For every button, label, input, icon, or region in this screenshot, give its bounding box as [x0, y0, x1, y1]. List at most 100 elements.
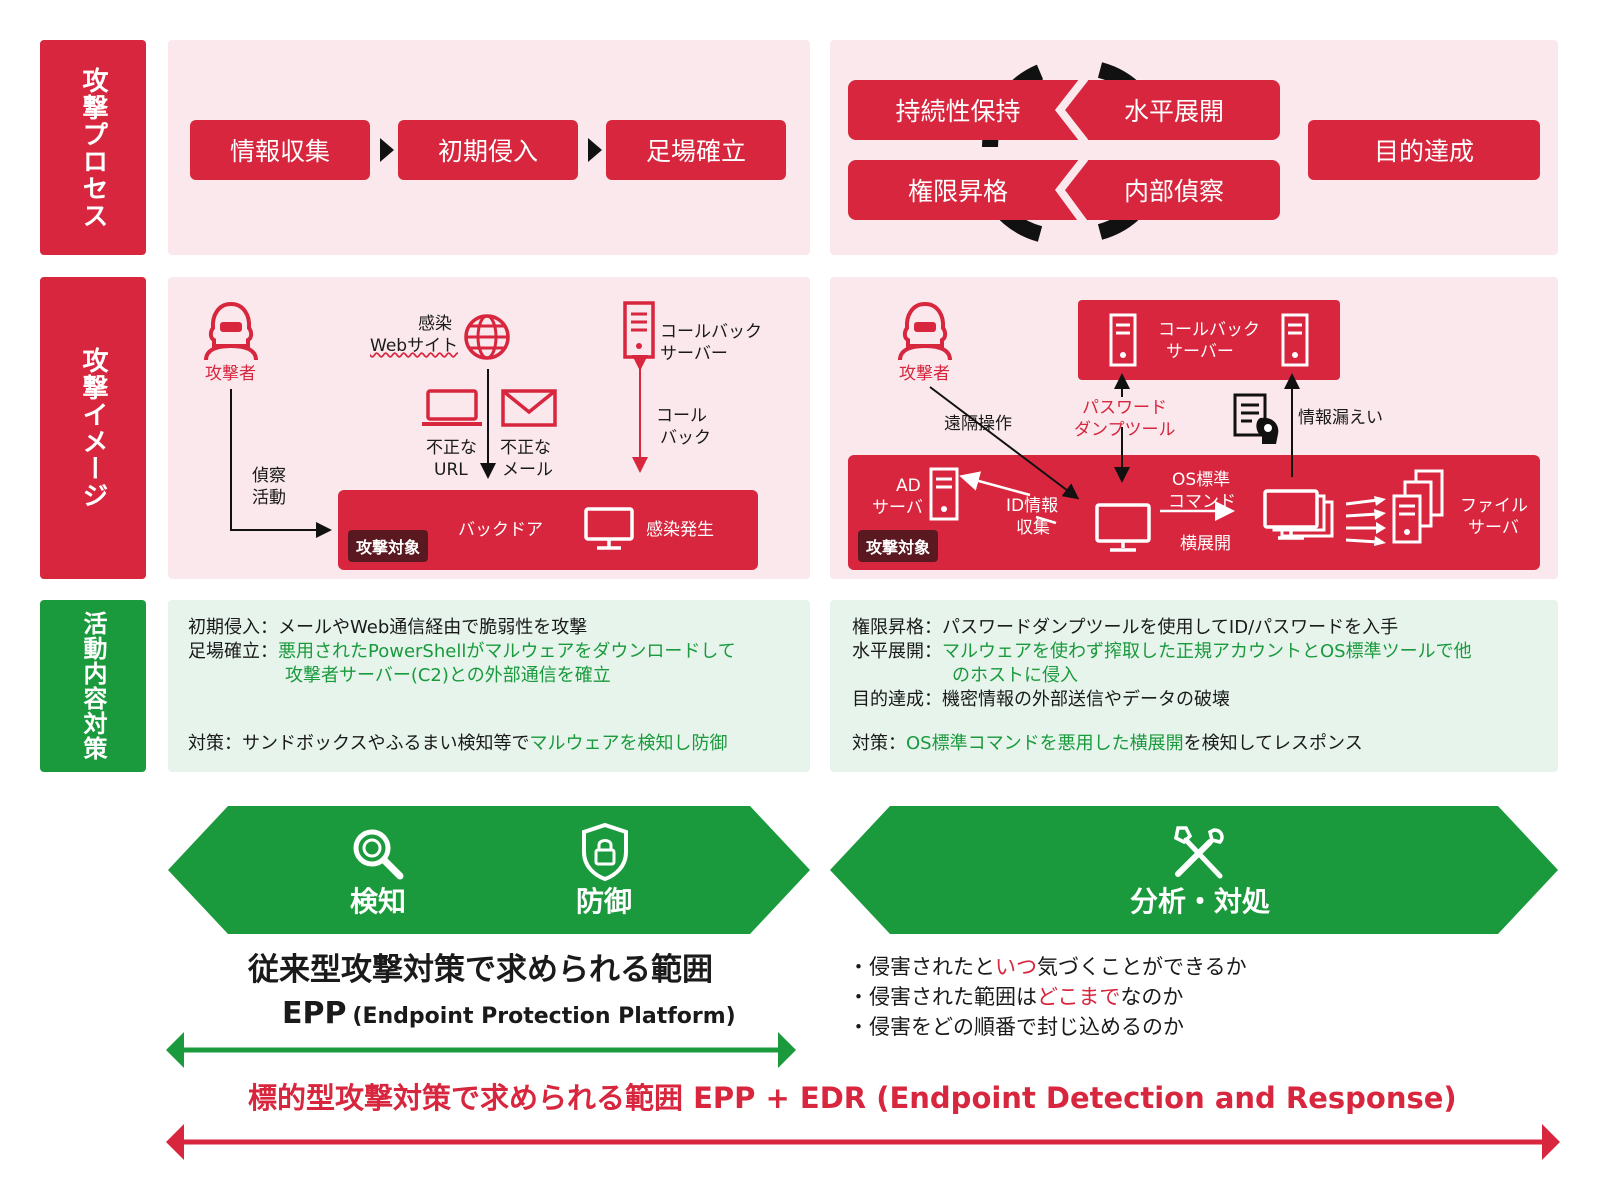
- pw-tool-label-1: パスワード: [1082, 398, 1167, 418]
- label-process: 攻撃プロセス: [40, 40, 146, 255]
- activity-left-measure-head: 対策：サンドボックスやふるまい検知等で: [188, 733, 530, 754]
- activity-right-line4: 目的達成：機密情報の外部送信やデータの破壊: [852, 688, 1230, 712]
- bullet-1-c: 気づくことができるか: [1037, 955, 1247, 979]
- activity-right-l1-head: 権限昇格：: [852, 617, 942, 638]
- bullet-1-a: ・侵害されたと: [848, 955, 995, 979]
- recon-activity-label-1: 偵察: [252, 466, 286, 486]
- epp-range-arrow: [166, 1032, 796, 1068]
- backdoor-label: バックドア: [458, 520, 543, 540]
- activity-left-measure-body: マルウェアを検知し防御: [529, 733, 728, 754]
- banner-right-shape: [830, 806, 1558, 934]
- edr-title: 標的型攻撃対策で求められる範囲 EPP + EDR (Endpoint Dete…: [248, 1081, 1457, 1115]
- magnifier-icon: [353, 829, 404, 880]
- bullet-1: ・侵害されたといつ気づくことができるか: [848, 952, 1247, 982]
- callback-label-2: バック: [660, 428, 711, 448]
- ad-server-label-1: AD: [896, 476, 921, 496]
- callback-server-right-2: サーバー: [1166, 342, 1234, 362]
- process-arrow-1: [380, 138, 394, 162]
- recon-label: 内部偵察: [1123, 177, 1224, 206]
- activity-left-line1: 初期侵入：メールやWeb通信経由で脆弱性を攻撃: [188, 616, 587, 640]
- activity-right-l4-body: 機密情報の外部送信やデータの破壊: [942, 689, 1230, 710]
- bullet-2-c: なのか: [1120, 985, 1184, 1009]
- activity-left-l1-head: 初期侵入：: [188, 617, 278, 638]
- epp-title: 従来型攻撃対策で求められる範囲: [248, 952, 713, 988]
- analyze-label: 分析・対処: [1130, 885, 1271, 918]
- zigzag-divider: [1054, 78, 1089, 224]
- label-activity: 活動内容対策: [40, 600, 146, 772]
- server-icon-right-1: [1109, 313, 1137, 367]
- label-activity-text: 活動内容対策: [79, 611, 107, 761]
- activity-left-line3: 攻撃者サーバー(C2)との外部通信を確立: [285, 665, 611, 686]
- activity-left-l1-body: メールやWeb通信経由で脆弱性を攻撃: [278, 617, 588, 638]
- label-image-text: 攻撃イメージ: [78, 347, 108, 509]
- panel-activity-right: [830, 600, 1558, 772]
- label-image: 攻撃イメージ: [40, 277, 146, 579]
- tools-icon: [1174, 826, 1224, 879]
- callback-label-1: コール: [656, 406, 707, 426]
- target-tag-left: 攻撃対象: [348, 530, 429, 562]
- bad-mail-label-2: メール: [502, 460, 553, 480]
- attacker-label-right: 攻撃者: [899, 364, 950, 384]
- callback-server-right-1: コールバック: [1158, 320, 1260, 340]
- pw-tool-label-2: ダンプツール: [1074, 420, 1176, 440]
- shield-lock-icon: [582, 822, 628, 882]
- attacker-icon: [204, 301, 258, 361]
- leak-label: 情報漏えい: [1298, 408, 1383, 428]
- infected-site-label-bottom: Webサイト: [370, 336, 459, 356]
- infection-label: 感染発生: [646, 520, 714, 540]
- laptop-icon: [422, 389, 482, 426]
- recon-activity-label-2: 活動: [252, 488, 286, 508]
- process-step-initial: 初期侵入: [398, 120, 578, 180]
- file-server-label-2: サーバ: [1468, 518, 1519, 538]
- id-collect-label-2: 収集: [1016, 518, 1050, 538]
- file-server-label-1: ファイル: [1460, 496, 1528, 516]
- activity-right-l4-head: 目的達成：: [852, 689, 942, 710]
- panel-activity-left: [168, 600, 810, 772]
- activity-left-line2: 足場確立：悪用されたPowerShellがマルウェアをダウンロードして: [188, 640, 736, 664]
- mail-icon: [501, 389, 557, 427]
- activity-right-line2: 水平展開：マルウェアを使わず搾取した正規アカウントとOS標準ツールで他: [852, 640, 1472, 664]
- process-step-info: 情報収集: [190, 120, 370, 180]
- bullet-1-b: いつ: [995, 955, 1037, 979]
- edr-range-arrow: [166, 1124, 1560, 1160]
- label-process-text: 攻撃プロセス: [78, 66, 108, 229]
- server-icon-right-2: [1281, 313, 1309, 367]
- bad-mail-label-1: 不正な: [500, 438, 551, 458]
- process-arrow-2: [588, 138, 602, 162]
- attacker-icon-right: [898, 301, 952, 361]
- bullet-2: ・侵害された範囲はどこまでなのか: [848, 982, 1183, 1012]
- bad-url-label-1: 不正な: [426, 438, 477, 458]
- process-step-goal: 目的達成: [1308, 120, 1540, 180]
- activity-right-l1-body: パスワードダンプツールを使用してID/パスワードを入手: [942, 617, 1399, 638]
- image-right-arrows: [929, 373, 1300, 525]
- activity-right-line3: のホストに侵入: [952, 665, 1078, 686]
- persist-label: 持続性保持: [895, 97, 1021, 126]
- bullet-2-b: どこまで: [1037, 985, 1121, 1009]
- attacker-label: 攻撃者: [205, 364, 256, 384]
- process-step-recon: 内部偵察: [1068, 160, 1280, 220]
- activity-right-measure-tail: を検知してレスポンス: [1183, 733, 1363, 754]
- bullet-2-a: ・侵害された範囲は: [848, 985, 1037, 1009]
- activity-left-measure: 対策：サンドボックスやふるまい検知等でマルウェアを検知し防御: [188, 732, 727, 756]
- image-left-arrows: [230, 355, 648, 538]
- activity-right-line1: 権限昇格：パスワードダンプツールを使用してID/パスワードを入手: [852, 616, 1398, 640]
- callback-server-box-right: [1078, 300, 1340, 380]
- os-cmd-label-1: OS標準: [1172, 470, 1231, 490]
- activity-left-l2-body: 悪用されたPowerShellがマルウェアをダウンロードして: [278, 641, 736, 662]
- activity-right-l2-body: マルウェアを使わず搾取した正規アカウントとOS標準ツールで他: [942, 641, 1472, 662]
- multi-monitor-icon: [1263, 489, 1334, 540]
- fanout-arrows-icon: [1345, 496, 1386, 546]
- target-tag-right: 攻撃対象: [858, 530, 939, 562]
- infected-site-label-top: 感染: [418, 314, 452, 334]
- ad-server-icon: [929, 467, 959, 521]
- document-brain-icon: [1233, 393, 1279, 444]
- process-step-persist: 持続性保持: [848, 80, 1068, 140]
- bad-url-label-2: URL: [434, 460, 468, 480]
- activity-right-measure-body: OS標準コマンドを悪用した横展開: [906, 733, 1184, 754]
- bullet-3: ・侵害をどの順番で封じ込めるのか: [848, 1012, 1184, 1042]
- process-step-privilege: 権限昇格: [848, 160, 1068, 220]
- activity-right-measure: 対策：OS標準コマンドを悪用した横展開を検知してレスポンス: [852, 732, 1363, 756]
- lateral-label: 水平展開: [1123, 97, 1224, 126]
- defend-label: 防御: [576, 885, 633, 918]
- client-monitor-icon: [1095, 503, 1151, 552]
